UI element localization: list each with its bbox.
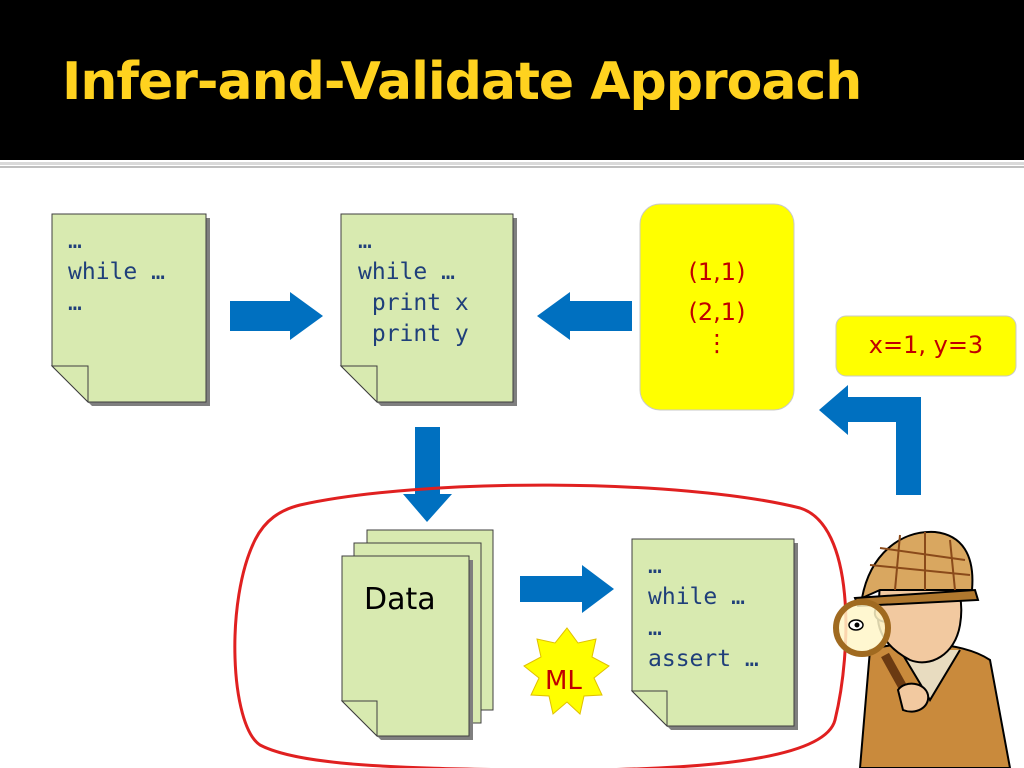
title-divider — [0, 162, 1024, 165]
annotated-program-document — [630, 538, 798, 730]
traces-box — [639, 203, 795, 411]
trace-entry: (2,1) — [688, 298, 746, 326]
instrumented-program-document — [339, 213, 517, 406]
original-program-code: … while … … — [68, 226, 165, 319]
detective-icon — [833, 530, 1012, 768]
ml-starburst — [523, 627, 610, 715]
code-line: … — [358, 228, 372, 254]
data-document-stack — [340, 529, 494, 740]
learning-region-outline — [233, 483, 848, 768]
trace-entry: (1,1) — [688, 258, 746, 286]
title-divider-secondary — [0, 166, 1024, 168]
instrumented-program-code: … while … print x print y — [358, 226, 469, 350]
arrow-down-to-data — [403, 427, 452, 522]
code-line: while … — [648, 584, 745, 610]
arrow-right-to-instrumented — [230, 292, 323, 340]
ml-label: ML — [545, 666, 582, 696]
arrow-left-from-traces — [537, 292, 632, 340]
code-line: assert … — [648, 646, 759, 672]
trace-ellipsis: ⋮ — [705, 329, 729, 357]
elbow-arrow-feedback — [819, 385, 921, 495]
data-label: Data — [364, 582, 436, 617]
code-line: while … — [358, 259, 455, 285]
code-line: … — [68, 290, 82, 316]
counterexample-text: x=1, y=3 — [868, 331, 984, 359]
counterexample-box — [835, 315, 1017, 377]
slide-title: Infer-and-Validate Approach — [62, 52, 862, 112]
code-line: … — [68, 228, 82, 254]
code-line: print y — [358, 321, 469, 347]
code-line: … — [648, 615, 662, 641]
arrow-right-to-annotated — [520, 565, 614, 613]
code-line: while … — [68, 259, 165, 285]
annotated-program-code: … while … … assert … — [648, 551, 759, 675]
original-program-document — [50, 213, 210, 406]
traces-list: (1,1) (2,1) ⋮ — [640, 252, 794, 357]
title-bar — [0, 0, 1024, 160]
code-line: … — [648, 553, 662, 579]
code-line: print x — [358, 290, 469, 316]
